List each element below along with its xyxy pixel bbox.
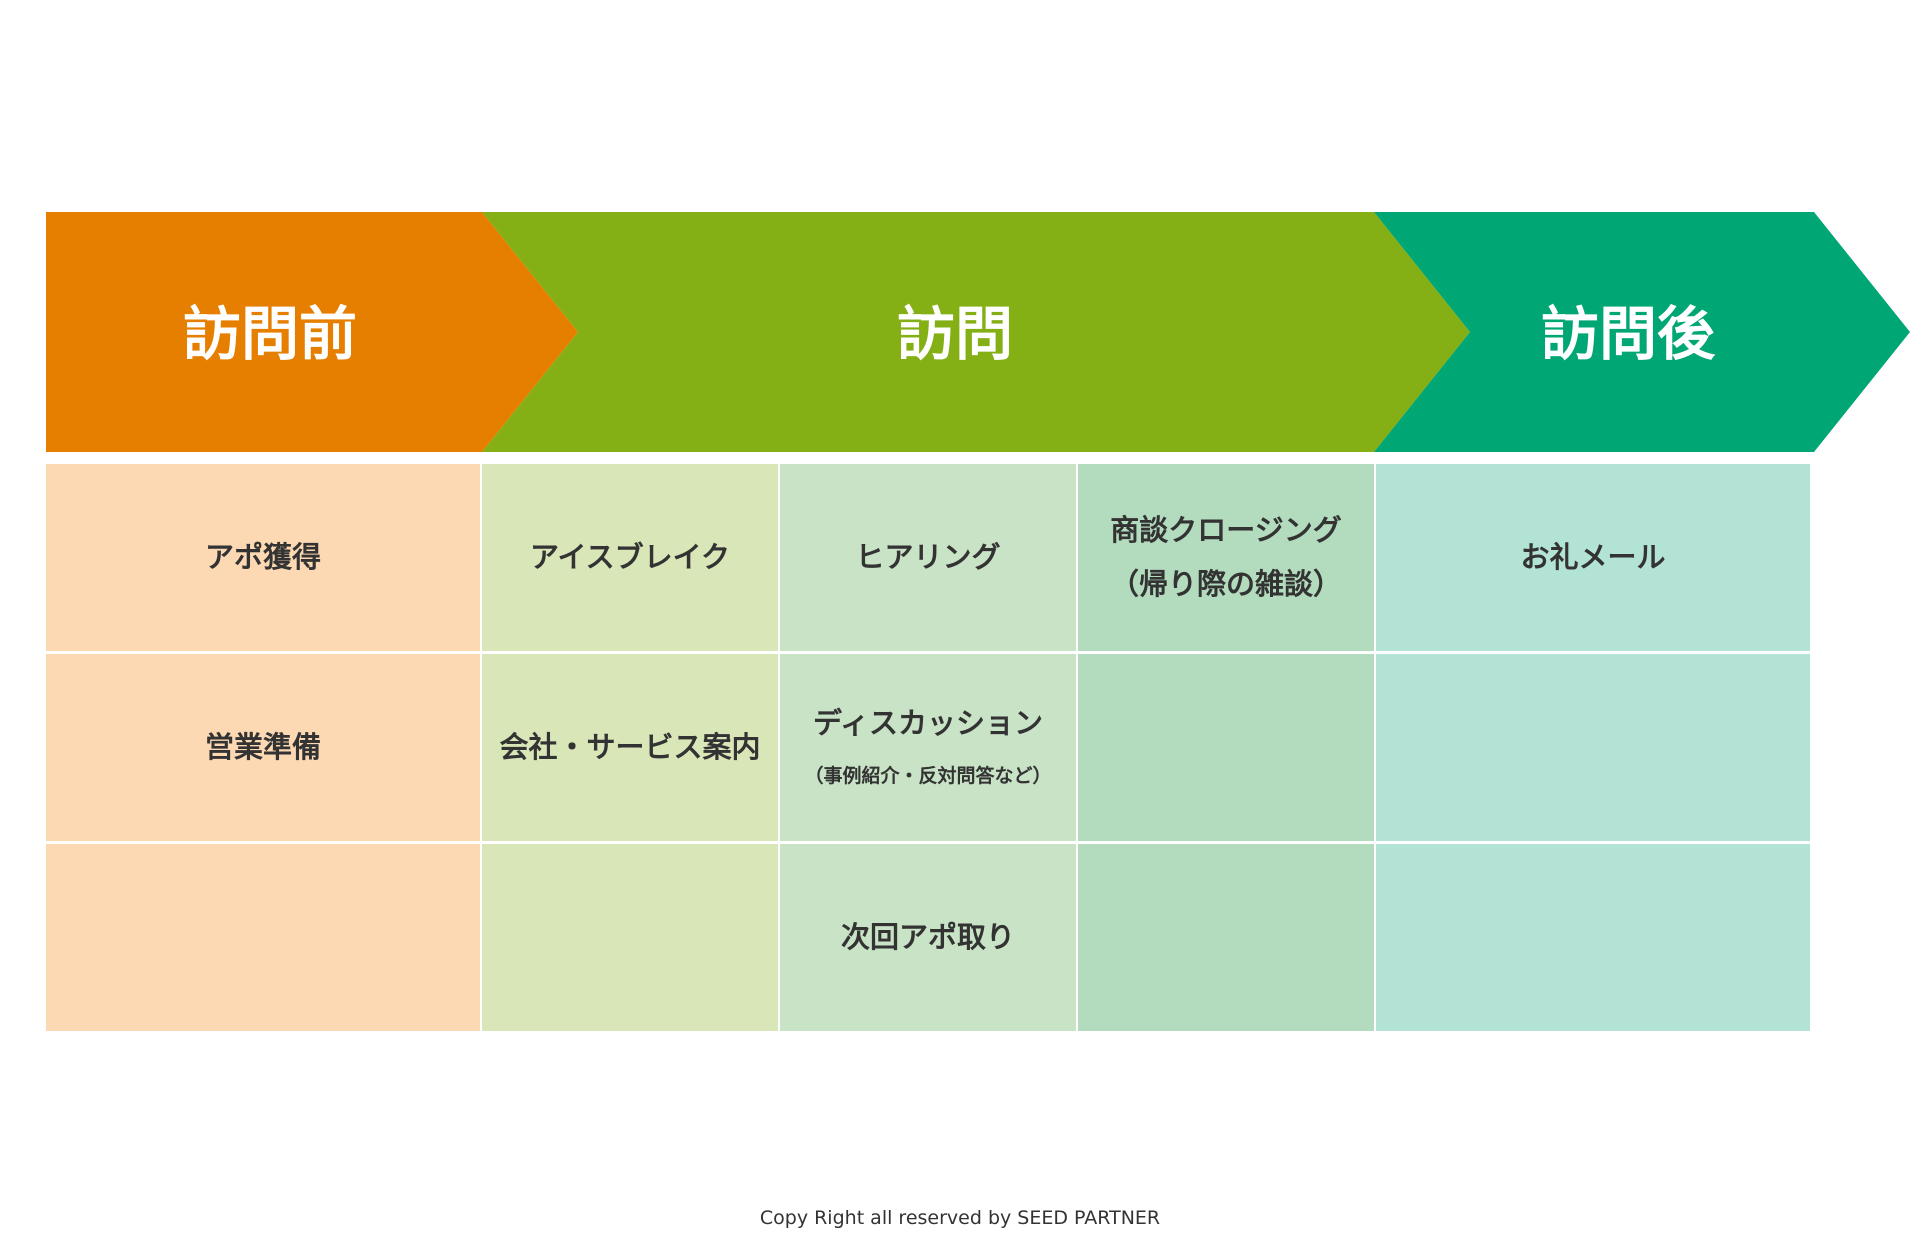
grid-cell-icebreak-1: アイスブレイク xyxy=(482,464,778,651)
cell-label: 商談クロージング xyxy=(1110,512,1342,547)
phase-chevron-before-visit xyxy=(46,212,578,452)
cell-note: （事例紹介・反対問答など） xyxy=(804,765,1052,787)
grid-cell-before-visit-2: 営業準備 xyxy=(46,654,480,841)
grid-cell-after-visit-2 xyxy=(1376,654,1810,841)
grid-cell-icebreak-3 xyxy=(482,844,778,1031)
cell-label: アポ獲得 xyxy=(204,539,321,574)
grid-cell-after-visit-1: お礼メール xyxy=(1376,464,1810,651)
cell-label: 次回アポ取り xyxy=(840,919,1015,954)
grid-cell-icebreak-2: 会社・サービス案内 xyxy=(482,654,778,841)
phase-label-before-visit: 訪問前 xyxy=(183,300,357,368)
grid-cell-before-visit-3 xyxy=(46,844,480,1031)
grid-cell-closing-3 xyxy=(1078,844,1374,1031)
cell-label: 営業準備 xyxy=(204,729,321,764)
grid-cell-hearing-2: ディスカッション （事例紹介・反対問答など） xyxy=(780,654,1076,841)
cell-label: ディスカッション xyxy=(813,706,1043,741)
phase-label-visit: 訪問 xyxy=(897,300,1013,368)
cell-label: アイスブレイク xyxy=(529,539,731,574)
grid-cell-hearing-1: ヒアリング xyxy=(780,464,1076,651)
cell-label: 会社・サービス案内 xyxy=(499,729,761,764)
grid-cell-before-visit-1: アポ獲得 xyxy=(46,464,480,651)
grid-cell-hearing-3: 次回アポ取り xyxy=(780,844,1076,1031)
grid-cell-closing-2 xyxy=(1078,654,1374,841)
phase-chevron-visit xyxy=(482,212,1470,452)
phase-label-after-visit: 訪問後 xyxy=(1541,300,1716,368)
copyright-notice: Copy Right all reserved by SEED PARTNER xyxy=(759,1207,1161,1229)
cell-label: ヒアリング xyxy=(855,539,1001,574)
cell-label: お礼メール xyxy=(1520,539,1666,574)
cell-sub-label: （帰り際の雑談） xyxy=(1109,566,1342,601)
phase-chevron-after-visit xyxy=(1374,212,1910,452)
grid-cell-closing-1: 商談クロージング （帰り際の雑談） xyxy=(1078,464,1374,651)
grid-cell-after-visit-3 xyxy=(1376,844,1810,1031)
phase-header: 訪問前 訪問 訪問後 xyxy=(46,212,1910,452)
